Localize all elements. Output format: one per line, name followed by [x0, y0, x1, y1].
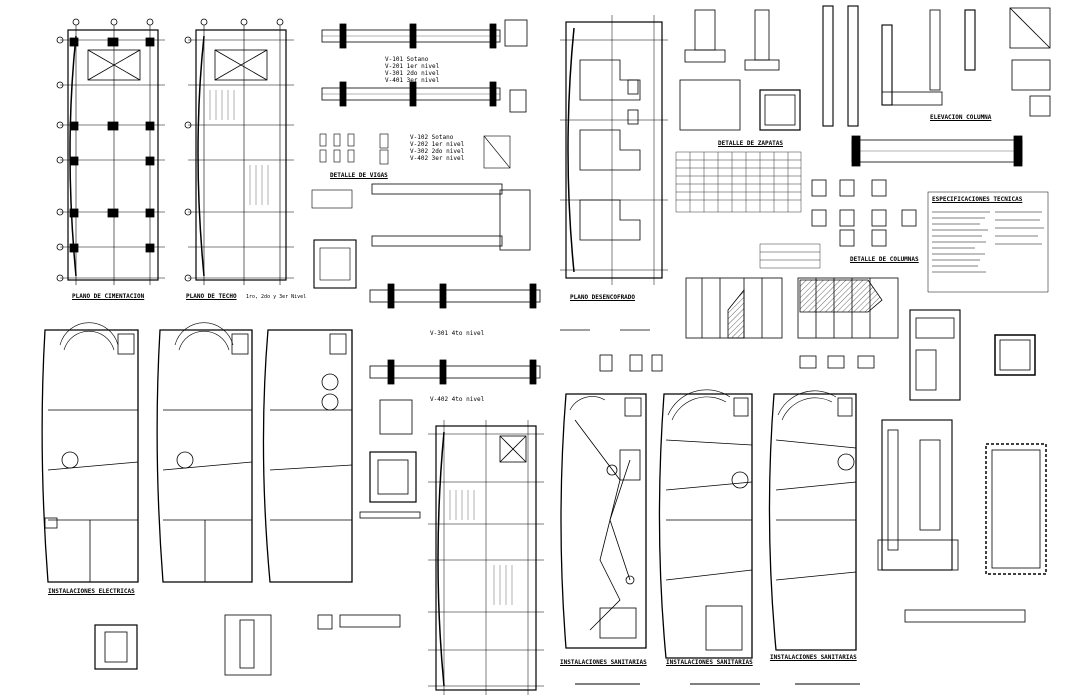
column-elevation [811, 135, 1023, 247]
slab-plan [428, 420, 544, 695]
sanitary-plan-title-2: INSTALACIONES SANITARIAS [666, 659, 753, 666]
floor-plan-2 [156, 322, 253, 583]
roof-plan-title: PLANO DE TECHO [186, 293, 237, 300]
sanitary-plan-title-3: INSTALACIONES SANITARIAS [770, 654, 857, 661]
installation-plan-3 [768, 390, 857, 651]
column-detail-title: DETALLE DE COLUMNAS [850, 256, 919, 263]
installation-plan-1 [560, 393, 647, 649]
column-elevation-title: ELEVACION COLUMNA [930, 114, 992, 121]
roof-plan-subtitle: 1ro, 2do y 3er Nivel [246, 294, 307, 300]
beam-section-details [311, 133, 511, 289]
beam-legend-2-line-3: V-302 2do nivel [410, 148, 465, 155]
beam-single-label-1: V-301 4to nivel [430, 330, 485, 337]
beam-legend-2-line-2: V-202 1er nivel [410, 141, 465, 148]
specifications-title: ESPECIFICACIONES TECNICAS [932, 196, 1023, 203]
electrical-plan-title: INSTALACIONES ELECTRICAS [48, 588, 135, 595]
floor-plan-3 [262, 329, 353, 583]
formwork-plan-title: PLANO DESENCOFRADO [570, 294, 636, 301]
foundation-plan-title: PLANO DE CIMENTACION [72, 293, 145, 300]
beam-legend-line-4: V-401 3er nivel [385, 77, 440, 84]
cistern-details [877, 309, 1047, 623]
footing-detail-title: DETALLE DE ZAPATAS [718, 140, 784, 147]
beam-single-label-2: V-402 4to nivel [430, 396, 485, 403]
beam-legend-2-line-1: V-102 Sotano [410, 134, 454, 141]
installation-plan-2 [658, 389, 753, 659]
bottom-small-details [94, 614, 860, 685]
beam-elevations [321, 19, 541, 385]
sanitary-plan-title-1: INSTALACIONES SANITARIAS [560, 659, 647, 666]
roof-plan [184, 18, 294, 285]
beam-detail-title: DETALLE DE VIGAS [330, 172, 388, 179]
floor-plan-1 [41, 322, 139, 583]
footing-schedule-table [675, 151, 821, 269]
stair-details [359, 329, 663, 519]
footing-details [679, 5, 1051, 131]
formwork-plan [560, 15, 668, 285]
beam-legend-line-2: V-201 1er nivel [385, 63, 440, 70]
foundation-plan [56, 18, 165, 285]
specifications-box [927, 191, 1049, 293]
beam-legend-line-1: V-101 Sotano [385, 56, 429, 63]
wall-elevations [685, 277, 899, 369]
beam-legend-2-line-4: V-402 3er nivel [410, 155, 465, 162]
beam-legend-line-3: V-301 2do nivel [385, 70, 440, 77]
